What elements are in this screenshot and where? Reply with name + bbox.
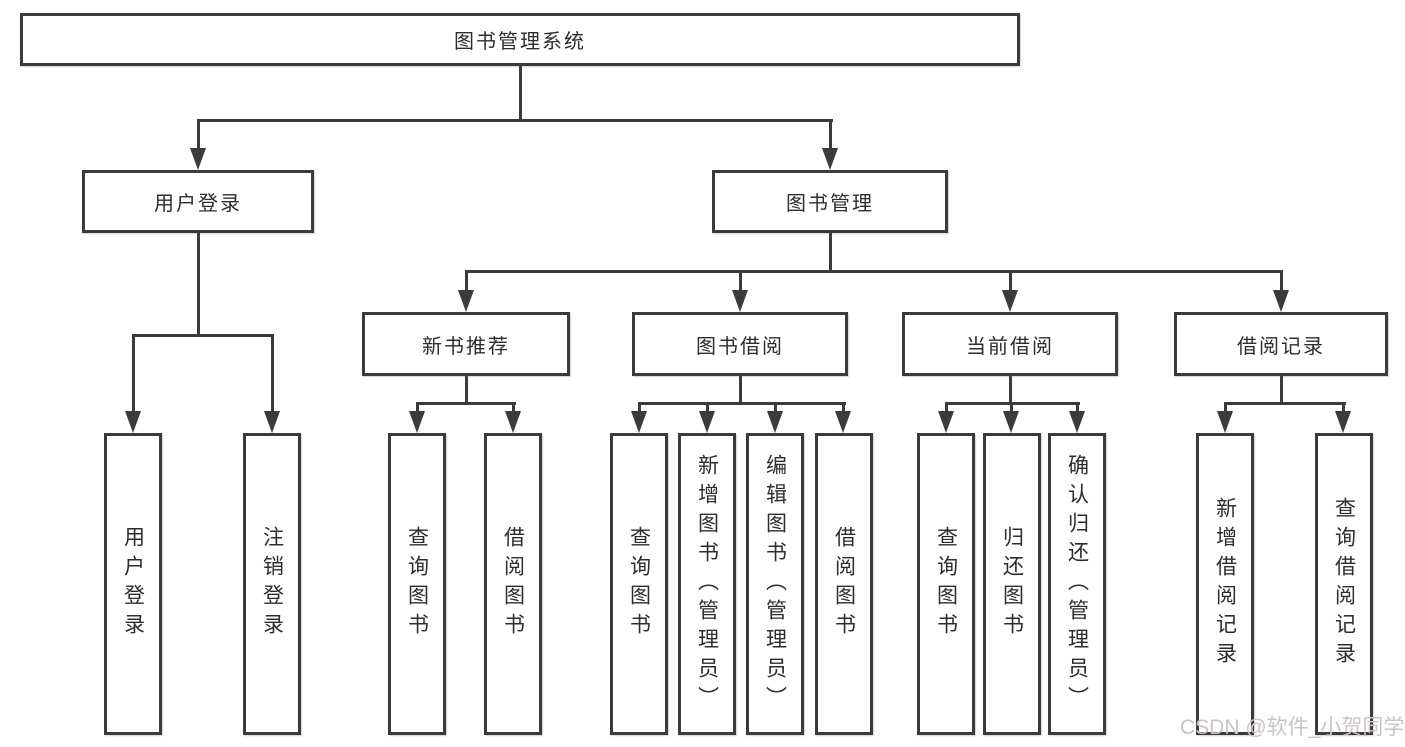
node-root: 图书管理系统 — [20, 13, 1020, 66]
connector-root-stem — [519, 65, 522, 121]
connector-drop-book-management — [829, 119, 832, 150]
leaf-nbr-borrow-books: 借阅图书 — [484, 433, 542, 735]
connector-current-borrow-stem — [1009, 375, 1012, 405]
connector-drop-new-book — [465, 270, 468, 292]
connector-book-management-bus — [465, 270, 1283, 273]
connector-book-borrow-bus — [638, 402, 846, 405]
connector-drop-leaf — [132, 334, 135, 413]
connector-drop-user-login — [197, 119, 200, 150]
connector-book-management-stem — [829, 232, 832, 273]
leaf-cb-query-books: 查询图书 — [917, 433, 975, 735]
leaf-cb-confirm-return-admin: 确认归还（管理员） — [1048, 433, 1106, 735]
node-user-login: 用户登录 — [82, 170, 314, 233]
arrowhead — [264, 411, 280, 433]
leaf-nbr-query-books-label: 查询图书 — [405, 526, 429, 642]
arrowhead — [699, 411, 715, 433]
arrowhead — [1217, 411, 1233, 433]
connector-drop-leaf — [1342, 402, 1345, 413]
connector-drop-borrow-records — [1280, 270, 1283, 292]
connector-borrow-records-bus — [1224, 402, 1346, 405]
connector-drop-leaf — [706, 402, 709, 413]
leaf-user-login-label: 用户登录 — [121, 526, 145, 642]
connector-drop-leaf — [1224, 402, 1227, 413]
node-borrow-records-label: 借阅记录 — [1237, 335, 1325, 358]
arrowhead — [1003, 411, 1019, 433]
connector-root-bus — [197, 119, 833, 122]
leaf-cb-return-books-label: 归还图书 — [1000, 526, 1024, 642]
node-user-login-label: 用户登录 — [154, 193, 242, 215]
node-book-borrowing-label: 图书借阅 — [696, 335, 784, 358]
leaf-bb-borrow-books: 借阅图书 — [815, 433, 873, 735]
arrowhead — [1335, 411, 1351, 433]
arrowhead — [938, 411, 954, 433]
arrowhead — [458, 290, 474, 312]
leaf-br-query-record: 查询借阅记录 — [1315, 433, 1373, 735]
leaf-cb-return-books: 归还图书 — [983, 433, 1041, 735]
leaf-bb-query-books-label: 查询图书 — [627, 526, 651, 642]
leaf-br-query-record-label: 查询借阅记录 — [1332, 497, 1356, 671]
connector-drop-leaf — [1010, 402, 1013, 413]
node-book-borrowing: 图书借阅 — [632, 312, 848, 376]
leaf-cb-confirm-return-admin-label: 确认归还（管理员） — [1065, 453, 1089, 715]
connector-drop-leaf — [512, 402, 515, 413]
leaf-br-add-record: 新增借阅记录 — [1196, 433, 1254, 735]
arrowhead — [822, 148, 838, 170]
node-new-book-recommend: 新书推荐 — [362, 312, 570, 376]
arrowhead — [732, 290, 748, 312]
connector-drop-leaf — [416, 402, 419, 413]
node-new-book-recommend-label: 新书推荐 — [422, 335, 510, 358]
leaf-bb-query-books: 查询图书 — [610, 433, 668, 735]
connector-drop-leaf — [271, 334, 274, 413]
leaf-br-add-record-label: 新增借阅记录 — [1213, 497, 1237, 671]
leaf-bb-edit-books-admin: 编辑图书（管理员） — [746, 433, 804, 735]
connector-drop-leaf — [1076, 402, 1079, 413]
node-borrow-records: 借阅记录 — [1174, 312, 1388, 376]
leaf-cb-query-books-label: 查询图书 — [934, 526, 958, 642]
node-root-label: 图书管理系统 — [454, 31, 586, 53]
arrowhead — [835, 411, 851, 433]
arrowhead — [505, 411, 521, 433]
leaf-nbr-borrow-books-label: 借阅图书 — [501, 526, 525, 642]
arrowhead — [409, 411, 425, 433]
connector-new-book-stem — [465, 375, 468, 405]
leaf-logout-label: 注销登录 — [260, 526, 284, 642]
arrowhead — [767, 411, 783, 433]
connector-user-login-stem — [197, 232, 200, 337]
leaf-nbr-query-books: 查询图书 — [388, 433, 446, 735]
connector-drop-book-borrow — [739, 270, 742, 292]
arrowhead — [1069, 411, 1085, 433]
leaf-bb-borrow-books-label: 借阅图书 — [832, 526, 856, 642]
connector-new-book-bus — [416, 402, 516, 405]
leaf-bb-edit-books-admin-label: 编辑图书（管理员） — [763, 453, 787, 715]
node-book-management-label: 图书管理 — [786, 193, 874, 215]
arrowhead — [190, 148, 206, 170]
leaf-bb-add-books-admin-label: 新增图书（管理员） — [695, 453, 719, 715]
connector-drop-leaf — [774, 402, 777, 413]
leaf-bb-add-books-admin: 新增图书（管理员） — [678, 433, 736, 735]
connector-drop-leaf — [842, 402, 845, 413]
connector-drop-current-borrow — [1009, 270, 1012, 292]
connector-book-borrow-stem — [739, 375, 742, 405]
arrowhead — [1273, 290, 1289, 312]
node-book-management: 图书管理 — [712, 170, 948, 233]
arrowhead — [1002, 290, 1018, 312]
connector-drop-leaf — [945, 402, 948, 413]
connector-borrow-records-stem — [1280, 375, 1283, 405]
leaf-user-login: 用户登录 — [104, 433, 162, 735]
node-current-borrowing: 当前借阅 — [902, 312, 1118, 376]
node-current-borrowing-label: 当前借阅 — [966, 335, 1054, 358]
connector-drop-leaf — [638, 402, 641, 413]
arrowhead — [631, 411, 647, 433]
arrowhead — [125, 411, 141, 433]
connector-user-login-bus — [132, 334, 274, 337]
csdn-watermark: CSDN @软件_小贺同学 — [1180, 716, 1405, 739]
leaf-logout: 注销登录 — [243, 433, 301, 735]
